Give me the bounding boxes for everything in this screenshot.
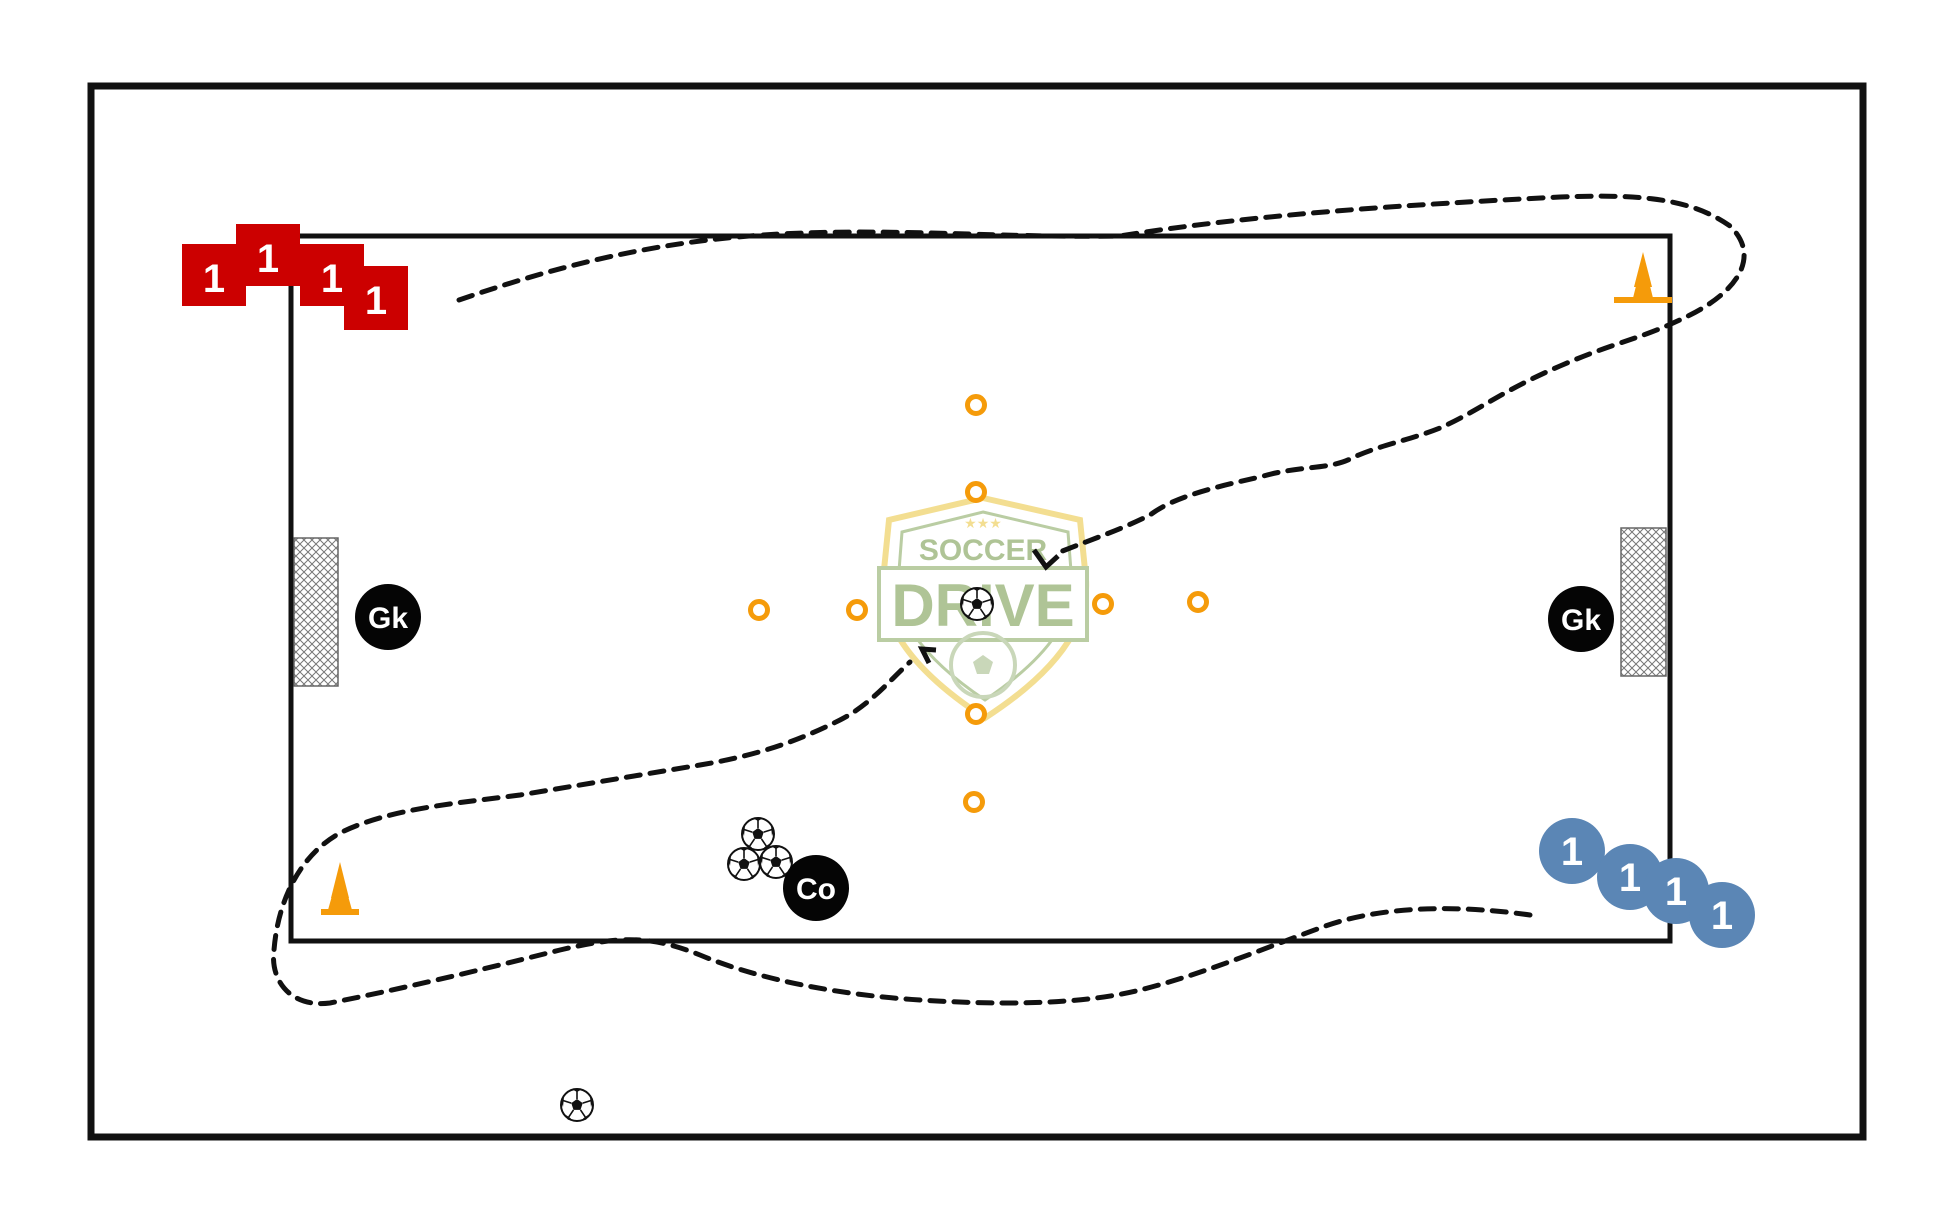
svg-text:1: 1 xyxy=(1561,830,1583,874)
disc-marker-icon xyxy=(1187,591,1209,613)
disc-marker-icon xyxy=(748,599,770,621)
disc-marker-icon xyxy=(965,703,987,725)
goalkeeper-left: Gk xyxy=(355,584,421,650)
soccer-ball-icon xyxy=(727,847,761,881)
cone-top-right xyxy=(1614,252,1672,303)
blue-player-1: 1 xyxy=(1539,818,1605,884)
svg-text:1: 1 xyxy=(1619,856,1641,900)
return-path xyxy=(271,659,1533,1007)
disc-marker-icon xyxy=(963,791,985,813)
right-goal-icon xyxy=(1620,527,1667,677)
soccer-ball-icon xyxy=(560,1088,594,1122)
disc-marker-icon xyxy=(1092,593,1114,615)
red-player-1: 1 xyxy=(182,244,246,306)
logo-soccer-text: SOCCER xyxy=(919,534,1048,567)
svg-text:1: 1 xyxy=(321,257,343,301)
disc-marker-icon xyxy=(846,599,868,621)
goalkeeper-right: Gk xyxy=(1548,586,1614,652)
disc-marker-icon xyxy=(965,394,987,416)
svg-text:Co: Co xyxy=(796,873,836,906)
coach: Co xyxy=(783,855,849,921)
svg-text:1: 1 xyxy=(1711,894,1733,938)
blue-player-4: 1 xyxy=(1689,882,1755,948)
svg-text:1: 1 xyxy=(1665,870,1687,914)
disc-marker-icon xyxy=(965,481,987,503)
left-goal-icon xyxy=(293,537,339,687)
path-arrowhead-bottom xyxy=(917,646,937,665)
red-player-2: 1 xyxy=(236,224,300,286)
blue-team-players: 1 1 1 1 xyxy=(1539,818,1755,948)
path-arrowhead-top xyxy=(1031,548,1060,571)
red-player-4: 1 xyxy=(344,266,408,330)
outer-boundary xyxy=(87,82,1867,1141)
svg-text:Gk: Gk xyxy=(1561,604,1601,637)
soccer-ball-icon xyxy=(741,817,775,851)
cone-bottom-left xyxy=(321,862,359,915)
disc-markers xyxy=(748,394,1209,813)
svg-text:1: 1 xyxy=(257,237,279,281)
logo-stars: ★★★ xyxy=(964,515,1002,531)
svg-text:1: 1 xyxy=(365,279,387,323)
svg-text:Gk: Gk xyxy=(368,602,408,635)
soccer-ball-icon xyxy=(960,587,994,621)
dribble-path xyxy=(456,193,1747,555)
red-team-players: 1 1 1 1 xyxy=(182,224,408,330)
svg-text:1: 1 xyxy=(203,257,225,301)
